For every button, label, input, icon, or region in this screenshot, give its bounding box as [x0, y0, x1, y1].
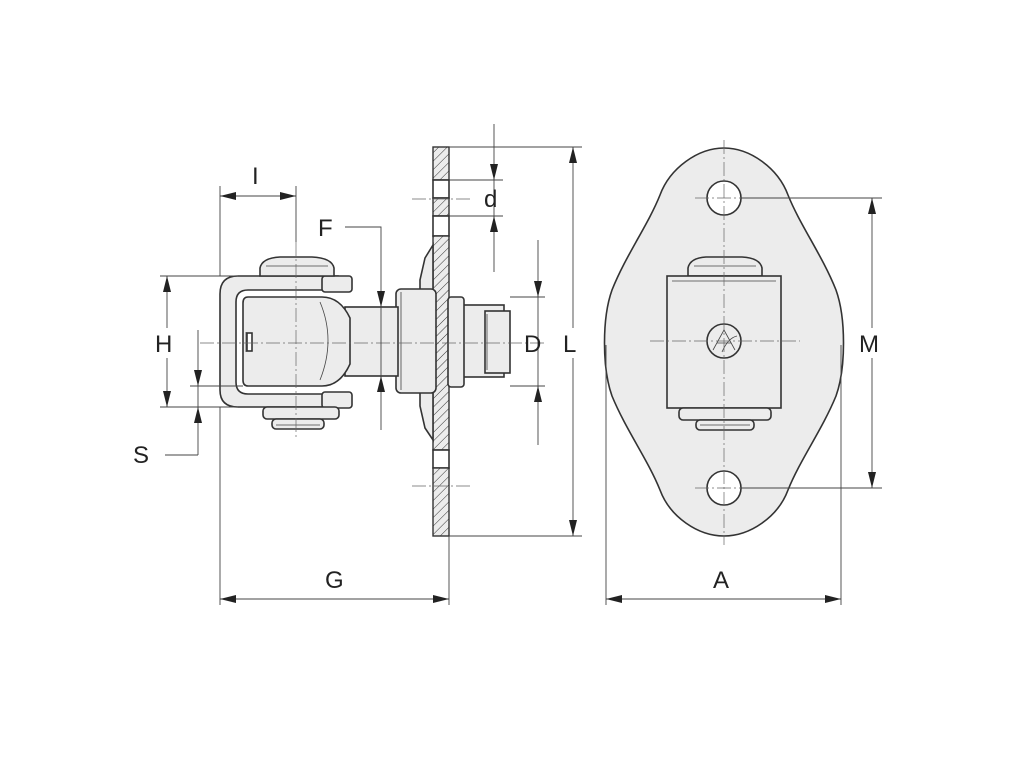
- bottom-washer: [262, 406, 340, 430]
- dimension-F: F: [318, 215, 385, 430]
- hinge-shaft: [344, 306, 399, 377]
- label-H: H: [155, 331, 172, 358]
- dimension-D: D: [510, 240, 545, 445]
- dimension-S: S: [133, 330, 243, 469]
- label-d: d: [484, 186, 497, 213]
- label-I: I: [252, 163, 259, 190]
- dimension-A: A: [605, 345, 842, 605]
- label-A: A: [713, 567, 729, 594]
- dimension-L: L: [449, 146, 586, 537]
- label-G: G: [325, 567, 344, 594]
- dimension-G: G: [219, 407, 450, 605]
- label-S: S: [133, 442, 149, 469]
- hex-nut: [395, 288, 437, 394]
- label-M: M: [859, 331, 879, 358]
- threaded-pin: [447, 296, 511, 388]
- dimension-H: H: [152, 275, 238, 408]
- label-F: F: [318, 215, 333, 242]
- front-bottom-washer: [678, 407, 772, 431]
- front-view: M A: [603, 140, 890, 605]
- hinge-yoke: [219, 275, 353, 409]
- dimension-M: M: [741, 197, 890, 489]
- top-cap-screw: [259, 256, 335, 277]
- dimension-d: d: [449, 124, 503, 272]
- label-L: L: [563, 331, 576, 358]
- side-view: I F d D: [133, 124, 586, 605]
- front-top-cap-screw: [687, 256, 763, 277]
- dimension-I: I: [219, 163, 297, 276]
- label-D: D: [524, 331, 541, 358]
